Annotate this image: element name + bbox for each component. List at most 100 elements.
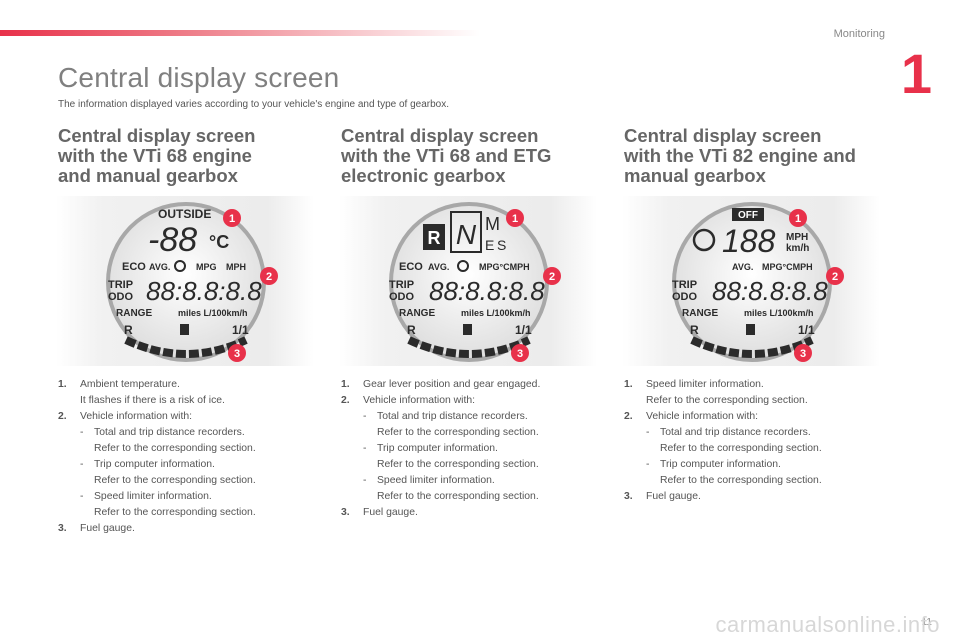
description-list: 1.Speed limiter information. Refer to th… <box>624 377 874 505</box>
off-badge <box>732 208 764 221</box>
watermark[interactable]: carmanualsonline.info <box>715 612 940 637</box>
gear-r-label: R <box>428 228 441 248</box>
kmh-label: km/h <box>786 243 809 254</box>
sub-item-ref: Refer to the corresponding section. <box>377 427 539 438</box>
eco-label: ECO <box>399 261 423 273</box>
gear-m-label: M <box>485 214 500 234</box>
sub-item-ref: Refer to the corresponding section. <box>660 443 822 454</box>
trip-label: TRIP <box>108 279 133 291</box>
heading-line: with the VTi 82 engine and <box>624 145 856 166</box>
gear-n-frame <box>450 211 482 253</box>
fuel-pump-icon <box>180 324 189 335</box>
heading-line: with the VTi 68 engine <box>58 145 252 166</box>
page-title: Central display screen <box>58 62 340 93</box>
marker-label: 1 <box>229 213 235 225</box>
list-item-detail: It flashes if there is a risk of ice. <box>80 395 225 406</box>
units-label: miles L/100km/h <box>178 308 248 318</box>
marker-2 <box>826 267 844 285</box>
range-label: RANGE <box>116 308 152 319</box>
mph-label: MPH <box>226 262 246 272</box>
heading-line: Central display screen <box>624 125 822 146</box>
sub-item-ref: Refer to the corresponding section. <box>377 459 539 470</box>
sub-item-ref: Refer to the corresponding section. <box>377 491 539 502</box>
chapter-number: 1 <box>900 42 932 105</box>
sub-item: -Trip computer information. <box>363 443 498 454</box>
dial-face <box>110 206 262 358</box>
odometer-digits: 88:8.8:8.8 <box>429 276 545 306</box>
fuel-pump-icon <box>746 324 755 335</box>
list-item: 2.Vehicle information with: <box>58 411 193 422</box>
section-name: Monitoring <box>833 28 885 40</box>
temp-unit: °C <box>209 232 229 252</box>
marker-1 <box>789 209 807 227</box>
list-item: 2.Vehicle information with: <box>341 395 476 406</box>
gear-s-label: S <box>497 237 506 253</box>
mph-label: MPH <box>786 232 808 243</box>
odo-label: ODO <box>389 291 415 303</box>
sub-item-ref: Refer to the corresponding section. <box>94 443 256 454</box>
reserve-label: R <box>690 323 699 337</box>
odo-label: ODO <box>108 291 134 303</box>
column-vti68-etg: Central display screen with the VTi 68 a… <box>341 126 596 186</box>
range-label: RANGE <box>682 308 718 319</box>
list-item: 3.Fuel gauge. <box>341 507 418 518</box>
fuel-full-label: 1/1 <box>798 323 815 337</box>
list-item-detail: Refer to the corresponding section. <box>646 395 808 406</box>
trip-label: TRIP <box>672 279 697 291</box>
sub-item: -Total and trip distance recorders. <box>80 427 245 438</box>
marker-2 <box>260 267 278 285</box>
heading-line: manual gearbox <box>624 165 766 186</box>
sub-item-ref: Refer to the corresponding section. <box>94 507 256 518</box>
heading-line: Central display screen <box>341 125 539 146</box>
marker-label: 3 <box>800 348 806 360</box>
sub-item: -Trip computer information. <box>80 459 215 470</box>
heading-line: electronic gearbox <box>341 165 506 186</box>
marker-label: 1 <box>795 213 801 225</box>
eco-label: ECO <box>122 261 146 273</box>
list-item: 3.Fuel gauge. <box>624 491 701 502</box>
column-vti82-manual: Central display screen with the VTi 82 e… <box>624 126 879 186</box>
display-panel-vti68-etg: R N M E S ECO AVG. MPG°CMPH TRIP ODO 88:… <box>339 196 597 366</box>
gauge-icon <box>174 260 186 272</box>
list-item: 3.Fuel gauge. <box>58 523 135 534</box>
description-list: 1.Gear lever position and gear engaged. … <box>341 377 591 521</box>
marker-3 <box>228 344 246 362</box>
mpg-label: MPG <box>196 262 217 272</box>
marker-label: 2 <box>549 271 555 283</box>
mpg-label: MPG°CMPH <box>479 262 530 272</box>
marker-3 <box>794 344 812 362</box>
outside-label: OUTSIDE <box>158 207 211 221</box>
fuel-full-label: 1/1 <box>515 323 532 337</box>
display-illustration: OFF 188 MPH km/h AVG. MPG°CMPH TRIP ODO … <box>672 202 844 362</box>
display-illustration: R N M E S ECO AVG. MPG°CMPH TRIP ODO 88:… <box>389 202 561 362</box>
column-vti68-manual: Central display screen with the VTi 68 e… <box>58 126 313 186</box>
fuel-full-label: 1/1 <box>232 323 249 337</box>
marker-1 <box>506 209 524 227</box>
gear-r-box <box>423 224 445 250</box>
avg-label: AVG. <box>732 262 753 272</box>
avg-label: AVG. <box>149 262 170 272</box>
sub-item-ref: Refer to the corresponding section. <box>660 475 822 486</box>
units-label: miles L/100km/h <box>744 308 814 318</box>
speed-digits: 188 <box>722 223 776 259</box>
sub-item-ref: Refer to the corresponding section. <box>94 475 256 486</box>
column-heading: Central display screen with the VTi 68 a… <box>341 126 596 186</box>
units-label: miles L/100km/h <box>461 308 531 318</box>
heading-line: Central display screen <box>58 125 256 146</box>
gauge-icon <box>457 260 469 272</box>
reserve-label: R <box>407 323 416 337</box>
odo-label: ODO <box>672 291 698 303</box>
list-item: 1.Ambient temperature. <box>58 379 180 390</box>
display-panel-vti68-manual: OUTSIDE -88 °C ECO AVG. MPG MPH TRIP ODO… <box>56 196 314 366</box>
fuel-pump-icon <box>463 324 472 335</box>
display-illustration: OUTSIDE -88 °C ECO AVG. MPG MPH TRIP ODO… <box>106 202 278 362</box>
gear-n-label: N <box>456 219 477 250</box>
avg-label: AVG. <box>428 262 449 272</box>
marker-3 <box>511 344 529 362</box>
temp-digits: -88 <box>148 221 197 259</box>
list-item: 1.Speed limiter information. <box>624 379 764 390</box>
display-panel-vti82-manual: OFF 188 MPH km/h AVG. MPG°CMPH TRIP ODO … <box>622 196 880 366</box>
marker-label: 3 <box>234 348 240 360</box>
column-heading: Central display screen with the VTi 68 e… <box>58 126 313 186</box>
sub-item: -Total and trip distance recorders. <box>646 427 811 438</box>
